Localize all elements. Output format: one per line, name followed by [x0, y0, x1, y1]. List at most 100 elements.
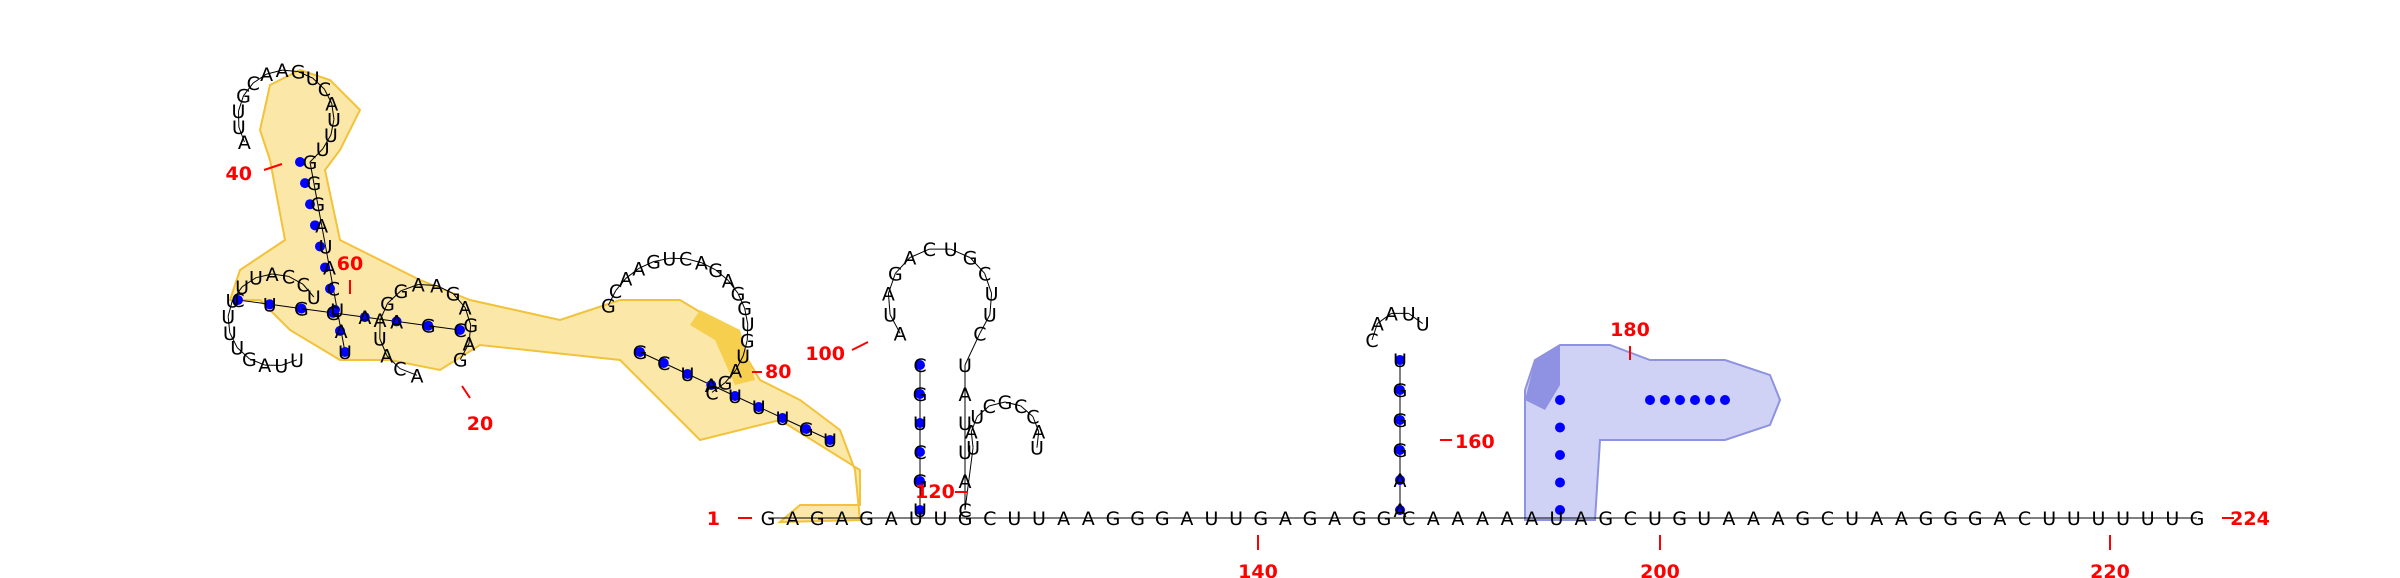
nucleotide: G: [859, 508, 874, 530]
backbone-link: [238, 126, 245, 143]
nucleotide: G: [1393, 440, 1408, 462]
nucleotide: U: [2116, 508, 2130, 530]
nucleotide: A: [358, 307, 371, 329]
base-pair-dot: [295, 157, 305, 167]
nucleotide: A: [1501, 508, 1514, 530]
nucleotide: A: [258, 355, 271, 377]
backbone-link: [400, 284, 419, 292]
nucleotide: A: [722, 270, 735, 292]
backbone-link: [724, 370, 736, 384]
nucleotide: A: [835, 508, 848, 530]
nucleotide: A: [632, 258, 645, 280]
nucleotide: G: [1968, 508, 1983, 530]
backbone-link: [379, 303, 388, 321]
nucleotide: A: [1772, 508, 1785, 530]
backbone-link: [379, 338, 388, 356]
nucleotide: A: [1279, 508, 1292, 530]
base-pair-dot: [1555, 477, 1565, 488]
nucleotide: C: [983, 396, 996, 418]
nucleotide: G: [1130, 508, 1145, 530]
backbone-link: [302, 284, 315, 298]
nucleotide: G: [761, 508, 776, 530]
nucleotide: A: [1870, 508, 1883, 530]
backbone-link: [266, 69, 283, 75]
base-pair-dot: [296, 303, 307, 314]
nucleotide: G: [394, 281, 409, 303]
backbone-layer: [227, 69, 2197, 519]
nucleotide: A: [1394, 470, 1407, 492]
nucleotide: A: [619, 268, 632, 290]
backbone-link: [288, 275, 304, 285]
nucleotide: U: [985, 283, 999, 305]
position-label: 224: [2230, 508, 2270, 530]
nucleotide: G: [291, 62, 306, 84]
backbone-link: [241, 277, 257, 288]
base-pair-dot: [1690, 395, 1700, 405]
nucleotide: U: [1393, 350, 1407, 372]
nucleotide: C: [913, 355, 926, 377]
nucleotide: G: [740, 330, 755, 352]
base-pair-dot: [391, 316, 402, 327]
nucleotide: A: [1722, 508, 1735, 530]
nucleotide: G: [799, 419, 814, 441]
highlight-blue-strong: [1525, 345, 1560, 410]
base-pair-dot: [1395, 505, 1405, 515]
nucleotide: U: [1229, 508, 1243, 530]
backbone-link: [685, 258, 702, 264]
base-pair-dot: [915, 476, 925, 486]
backbone-link: [1004, 401, 1021, 407]
nucleotide: C: [705, 382, 718, 404]
nucleotide: U: [1205, 508, 1219, 530]
base-pair-dot: [1555, 450, 1565, 460]
backbone-link: [396, 320, 429, 327]
nucleotide: A: [1032, 422, 1045, 444]
nucleotide: A: [411, 365, 424, 387]
base-pair-dot: [1395, 355, 1405, 365]
nucleotide: G: [310, 194, 325, 216]
base-pair-dot: [315, 241, 325, 252]
backbone-link: [322, 134, 332, 150]
nucleotide: A: [430, 275, 443, 297]
nucleotide: G: [1393, 380, 1408, 402]
base-pair-dot: [320, 262, 330, 273]
position-label: 200: [1640, 561, 1680, 578]
backbone-link: [236, 347, 250, 360]
base-pair-dot: [1555, 422, 1565, 433]
nucleotide: G: [303, 152, 318, 174]
position-label: 60: [337, 253, 363, 275]
nucleotide: U: [966, 438, 980, 460]
nucleotide: A: [1575, 508, 1588, 530]
base-pair-dot: [915, 389, 925, 399]
nucleotide: U: [958, 355, 972, 377]
base-pair-dot: [305, 199, 315, 210]
backbone-link: [309, 148, 324, 163]
nucleotide: U: [736, 346, 750, 368]
nucleotide: U: [681, 364, 695, 386]
position-tick: [851, 341, 869, 351]
nucleotide: C: [973, 323, 986, 345]
nucleotide: C: [1026, 406, 1039, 428]
backbone-link: [1036, 431, 1040, 448]
nucleotide: A: [1082, 508, 1095, 530]
base-pair-dot: [310, 220, 320, 231]
backbone-link: [237, 299, 270, 305]
position-label: 140: [1238, 561, 1278, 578]
nucleotide: A: [786, 508, 799, 530]
nucleotide: U: [1030, 438, 1044, 460]
nucleotide: G: [242, 349, 257, 371]
base-pair-dot: [1675, 395, 1685, 405]
backbone-link: [742, 340, 748, 357]
backbone-link: [638, 261, 654, 269]
backbone-link: [984, 273, 993, 294]
backbone-link: [887, 273, 896, 294]
backbone-link: [452, 293, 466, 308]
base-pair-dot: [1660, 395, 1670, 405]
base-pair-dot: [658, 358, 669, 368]
nucleotide: A: [959, 471, 972, 493]
backbone-link: [970, 416, 978, 432]
nucleotide: U: [324, 125, 338, 147]
nucleotide: G: [1253, 508, 1268, 530]
nucleotide: A: [1057, 508, 1070, 530]
backbone-link: [459, 343, 470, 360]
